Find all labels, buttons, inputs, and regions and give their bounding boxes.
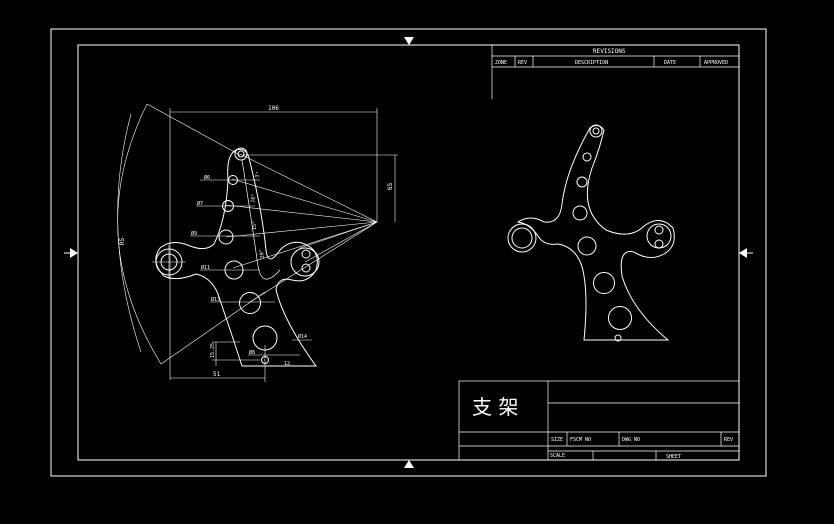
rev-header-approved: APPROVED — [704, 60, 728, 66]
revisions-table: REVISIONS ZONE REV DESCRIPTION DATE APPR… — [491, 45, 739, 99]
size-label: SIZE — [551, 437, 563, 443]
dim-dia-e: Ø13 — [211, 296, 220, 303]
sheet-label: SHEET — [666, 454, 681, 460]
dim-dia-g: Ø8 — [249, 349, 255, 356]
dim-dia-f: Ø14 — [298, 333, 307, 340]
dim-angle-d: 20° — [258, 249, 265, 259]
dim-dia-d: Ø11 — [201, 264, 210, 271]
dim-angle-c: 15° — [252, 221, 258, 230]
dim-dia-c: Ø9 — [191, 230, 197, 237]
part-name-title: 支 架 — [472, 395, 518, 419]
part-view — [507, 124, 675, 342]
scale-label: SCALE — [550, 453, 565, 459]
dim-dia-b: Ø7 — [197, 200, 203, 207]
rev-header-date: DATE — [664, 60, 676, 66]
outer-border — [50, 28, 767, 477]
revisions-title: REVISIONS — [593, 48, 626, 55]
dim-angle-a: 5° — [254, 171, 262, 179]
title-block: 支 架 SIZE FSCM NO DWG NO REV SCALE SHEET — [458, 380, 740, 461]
dim-height-right: 65 — [387, 182, 394, 190]
dim-angle-b: 10° — [250, 193, 257, 203]
dim-bottom-width: 51 — [213, 371, 221, 378]
dwg-label: DWG NO — [622, 437, 640, 443]
dim-width-top: 106 — [268, 105, 279, 112]
rev-header-description: DESCRIPTION — [575, 60, 608, 66]
rev-label: REV — [724, 437, 733, 443]
dimensioned-view: 106 65 Ø6 Ø7 Ø9 Ø11 Ø13 5° 10° 15° 20° R… — [117, 103, 398, 382]
dim-offset-small: 12 — [284, 361, 290, 367]
rev-header-rev: REV — [518, 60, 527, 66]
bottom-center-arrow — [404, 460, 414, 468]
dim-height-small: 15.25 — [210, 343, 216, 358]
top-center-arrow — [404, 37, 414, 45]
fscm-label: FSCM NO — [570, 437, 591, 443]
dim-radius-left: R5 — [119, 237, 126, 245]
rev-header-zone: ZONE — [495, 60, 507, 66]
dim-dia-a: Ø6 — [204, 174, 210, 181]
